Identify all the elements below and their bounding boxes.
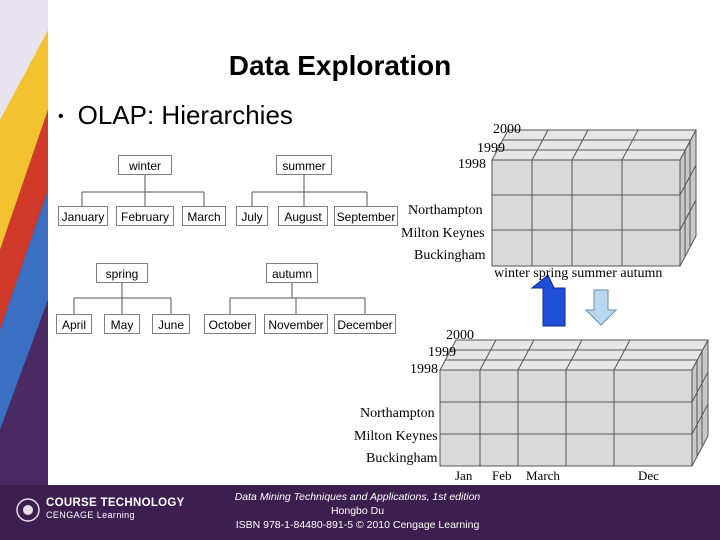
cube-bottom-location-buckingham: Buckingham xyxy=(366,451,438,466)
publisher-logo: COURSE TECHNOLOGY CENGAGE Learning xyxy=(46,497,185,520)
month-august: August xyxy=(278,206,328,226)
month-april: April xyxy=(56,314,92,334)
month-july: July xyxy=(236,206,268,226)
month-february: February xyxy=(116,206,174,226)
bullet-glyph: • xyxy=(58,108,64,126)
bullet-text: OLAP: Hierarchies xyxy=(77,100,293,130)
hierarchy-top-connectors xyxy=(81,174,368,206)
month-october: October xyxy=(204,314,256,334)
citation-author: Hongbo Du xyxy=(330,505,385,517)
season-summer: summer xyxy=(276,155,332,175)
cube-top-season-axis: winter spring summer autumn xyxy=(494,266,663,281)
footer-decoration xyxy=(16,498,40,522)
season-winter: winter xyxy=(118,155,172,175)
brand-line-2: CENGAGE Learning xyxy=(46,510,135,520)
cube-bottom-month-feb: Feb xyxy=(492,468,512,483)
cube-bottom-month-march: March xyxy=(526,468,560,483)
citation-book-title: Data Mining Techniques and Applications,… xyxy=(234,491,481,503)
cube-bottom-year-1999: 1999 xyxy=(428,345,456,360)
cube-top-year-2000: 2000 xyxy=(493,122,521,137)
month-january: January xyxy=(58,206,108,226)
slide-title: Data Exploration xyxy=(228,50,452,81)
cube-bottom-month-dec: Dec xyxy=(638,468,659,483)
cube-bottom xyxy=(439,339,709,467)
footer-bar xyxy=(0,485,720,540)
month-june: June xyxy=(152,314,190,334)
season-spring: spring xyxy=(96,263,148,283)
month-november: November xyxy=(264,314,328,334)
footer-citation: Data Mining Techniques and Applications,… xyxy=(200,490,515,532)
cube-top-location-northampton: Northampton xyxy=(408,203,483,218)
cube-bottom-location-northampton: Northampton xyxy=(360,406,435,421)
season-autumn: autumn xyxy=(266,263,318,283)
cube-top-location-buckingham: Buckingham xyxy=(414,248,486,263)
month-march: March xyxy=(182,206,226,226)
citation-isbn: ISBN 978-1-84480-891-5 © 2010 Cengage Le… xyxy=(235,519,480,531)
drill-down-arrow-icon xyxy=(584,289,618,326)
decorative-side-strip xyxy=(0,0,48,485)
brand-line-1: COURSE TECHNOLOGY xyxy=(46,497,185,509)
cube-bottom-location-milton-keynes: Milton Keynes xyxy=(354,429,438,444)
cube-bottom-year-2000: 2000 xyxy=(446,328,474,343)
cube-bottom-month-jan: Jan xyxy=(455,468,473,483)
bullet-heading: • OLAP: Hierarchies xyxy=(58,100,293,131)
month-may: May xyxy=(104,314,140,334)
hierarchy-bottom-connectors xyxy=(73,283,366,314)
month-september: September xyxy=(334,206,398,226)
cube-bottom-year-1998: 1998 xyxy=(410,362,438,377)
cube-top-year-1998: 1998 xyxy=(458,157,486,172)
roll-up-arrow-icon xyxy=(530,274,566,327)
cube-top xyxy=(491,129,697,267)
cube-top-location-milton-keynes: Milton Keynes xyxy=(401,226,485,241)
cube-top-year-1999: 1999 xyxy=(477,141,505,156)
side-strip-graphic xyxy=(0,0,48,485)
month-december: December xyxy=(334,314,396,334)
